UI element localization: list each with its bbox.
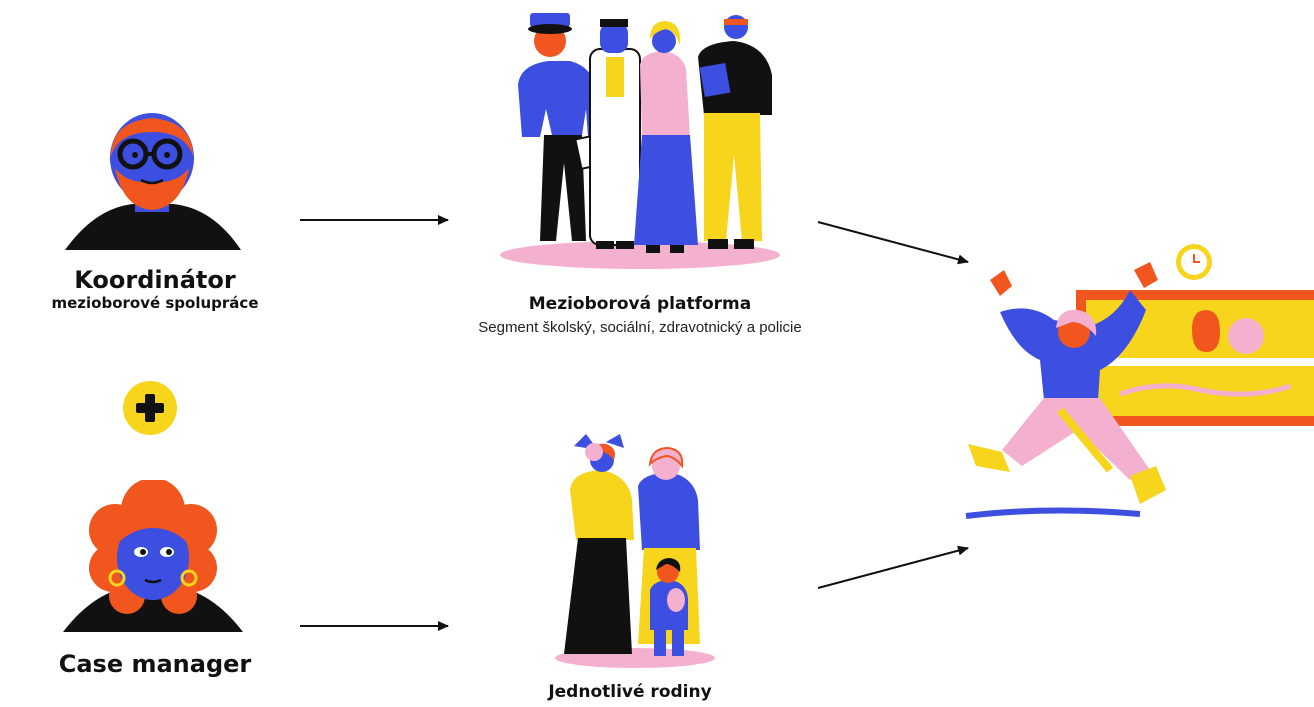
families-title: Jednotlivé rodiny xyxy=(548,682,712,702)
plus-icon xyxy=(122,380,178,436)
coordinator-subtitle: mezioborové spolupráce xyxy=(51,294,259,312)
child-illustration xyxy=(960,240,1314,530)
platform-subtitle: Segment školský, sociální, zdravotnický … xyxy=(478,319,802,336)
case-manager-illustration xyxy=(55,480,250,635)
coordinator-title: Koordinátor xyxy=(74,266,236,294)
case-manager-title: Case manager xyxy=(58,650,252,678)
platform-title: Mezioborová platforma xyxy=(528,294,752,314)
arrow-families-to-child xyxy=(817,545,969,589)
arrow-platform-to-child xyxy=(817,221,969,265)
families-illustration xyxy=(550,430,720,670)
coordinator-illustration xyxy=(55,110,250,255)
platform-illustration xyxy=(490,5,790,275)
